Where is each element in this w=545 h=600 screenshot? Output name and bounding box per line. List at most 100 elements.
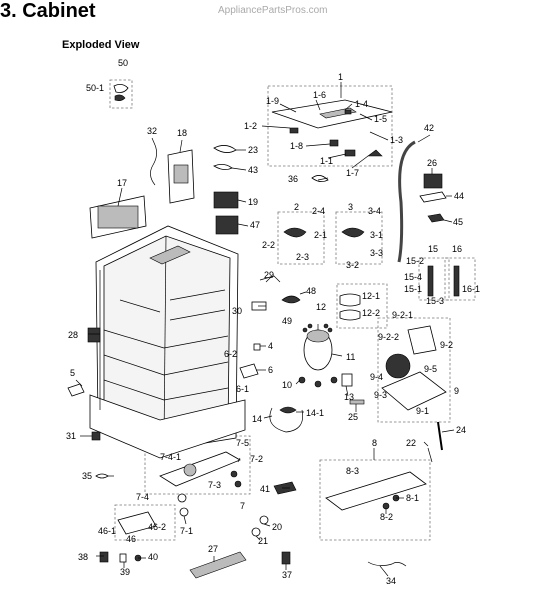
callout: 9-3 [374, 390, 387, 400]
callout: 12-1 [362, 291, 380, 301]
callout: 44 [454, 191, 464, 201]
callout: 17 [117, 178, 127, 188]
callout: 3 [348, 202, 353, 212]
callout: 16-1 [462, 284, 480, 294]
callout: 1-4 [355, 99, 368, 109]
callout: 23 [248, 145, 258, 155]
callout: 1-1 [320, 156, 333, 166]
callout: 48 [306, 286, 316, 296]
callout: 1-3 [390, 135, 403, 145]
callout: 2-4 [312, 206, 325, 216]
callout: 45 [453, 217, 463, 227]
callout-labels: 50 50-1 1 1-6 1-9 1-4 1-5 1-2 1-3 1-8 1-… [66, 58, 480, 586]
callout: 36 [288, 174, 298, 184]
callout: 1-2 [244, 121, 257, 131]
callout: 15 [428, 244, 438, 254]
callout: 7-4 [136, 492, 149, 502]
callout: 49 [282, 316, 292, 326]
callout: 42 [424, 123, 434, 133]
watermark: AppliancePartsPros.com [218, 5, 328, 16]
callout: 1-8 [290, 141, 303, 151]
callout: 37 [282, 570, 292, 580]
callout: 6-2 [224, 349, 237, 359]
callout: 12-2 [362, 308, 380, 318]
callout: 3-4 [368, 206, 381, 216]
callout: 22 [406, 438, 416, 448]
callout: 20 [272, 522, 282, 532]
leader-lines [75, 82, 455, 577]
callout: 8-3 [346, 466, 359, 476]
callout: 40 [148, 552, 158, 562]
callout: 15-2 [406, 256, 424, 266]
callout: 1-7 [346, 168, 359, 178]
callout: 3-3 [370, 248, 383, 258]
callout: 2-1 [314, 230, 327, 240]
callout: 1-6 [313, 90, 326, 100]
callout: 9-2-1 [392, 310, 413, 320]
callout: 43 [248, 165, 258, 175]
section-subtitle: Exploded View [62, 39, 140, 51]
callout: 2-3 [296, 252, 309, 262]
callout: 7-4-1 [160, 452, 181, 462]
callout: 46-2 [148, 522, 166, 532]
callout: 7 [240, 501, 245, 511]
callout: 9-2-2 [378, 332, 399, 342]
callout: 46 [126, 534, 136, 544]
callout: 15-1 [404, 284, 422, 294]
callout: 21 [258, 536, 268, 546]
parts-graphics [67, 84, 460, 579]
callout: 1-5 [374, 114, 387, 124]
callout: 10 [282, 380, 292, 390]
callout: 11 [346, 352, 355, 362]
callout: 9 [454, 386, 459, 396]
callout: 8 [372, 438, 377, 448]
callout: 35 [82, 471, 92, 481]
cabinet-body [89, 225, 246, 459]
callout: 3-1 [370, 230, 383, 240]
callout: 9-5 [424, 364, 437, 374]
callout: 50 [118, 58, 128, 68]
callout: 7-1 [180, 526, 193, 536]
callout: 4 [268, 341, 273, 351]
callout: 15-3 [426, 296, 444, 306]
callout: 29 [264, 270, 274, 280]
callout: 8-1 [406, 493, 419, 503]
callout: 25 [348, 412, 358, 422]
callout: 2-2 [262, 240, 275, 250]
callout: 47 [250, 220, 260, 230]
callout: 41 [260, 484, 270, 494]
callout: 9-2 [440, 340, 453, 350]
callout: 28 [68, 330, 78, 340]
callout: 39 [120, 567, 130, 577]
callout: 30 [232, 306, 242, 316]
callout: 32 [147, 126, 157, 136]
callout: 6-1 [236, 384, 249, 394]
callout: 8-2 [380, 512, 393, 522]
callout: 13 [344, 392, 354, 402]
callout: 1 [338, 72, 343, 82]
callout: 5 [70, 368, 75, 378]
callout: 50-1 [86, 83, 104, 93]
callout: 7-2 [250, 454, 263, 464]
callout: 7-3 [208, 480, 221, 490]
callout: 18 [177, 128, 187, 138]
callout: 3-2 [346, 260, 359, 270]
callout: 2 [294, 202, 299, 212]
callout: 38 [78, 552, 88, 562]
callout: 9-1 [416, 406, 429, 416]
callout: 9-4 [370, 372, 383, 382]
callout: 1-9 [266, 96, 279, 106]
callout: 27 [208, 544, 218, 554]
callout: 31 [66, 431, 76, 441]
callout: 16 [452, 244, 462, 254]
callout: 14 [252, 414, 262, 424]
callout: 12 [316, 302, 326, 312]
callout: 34 [386, 576, 396, 586]
callout: 7-5 [236, 438, 249, 448]
page-title: 3. Cabinet [0, 0, 96, 22]
callout: 14-1 [306, 408, 324, 418]
callout: 15-4 [404, 272, 422, 282]
callout: 24 [456, 425, 466, 435]
callout: 19 [248, 197, 258, 207]
